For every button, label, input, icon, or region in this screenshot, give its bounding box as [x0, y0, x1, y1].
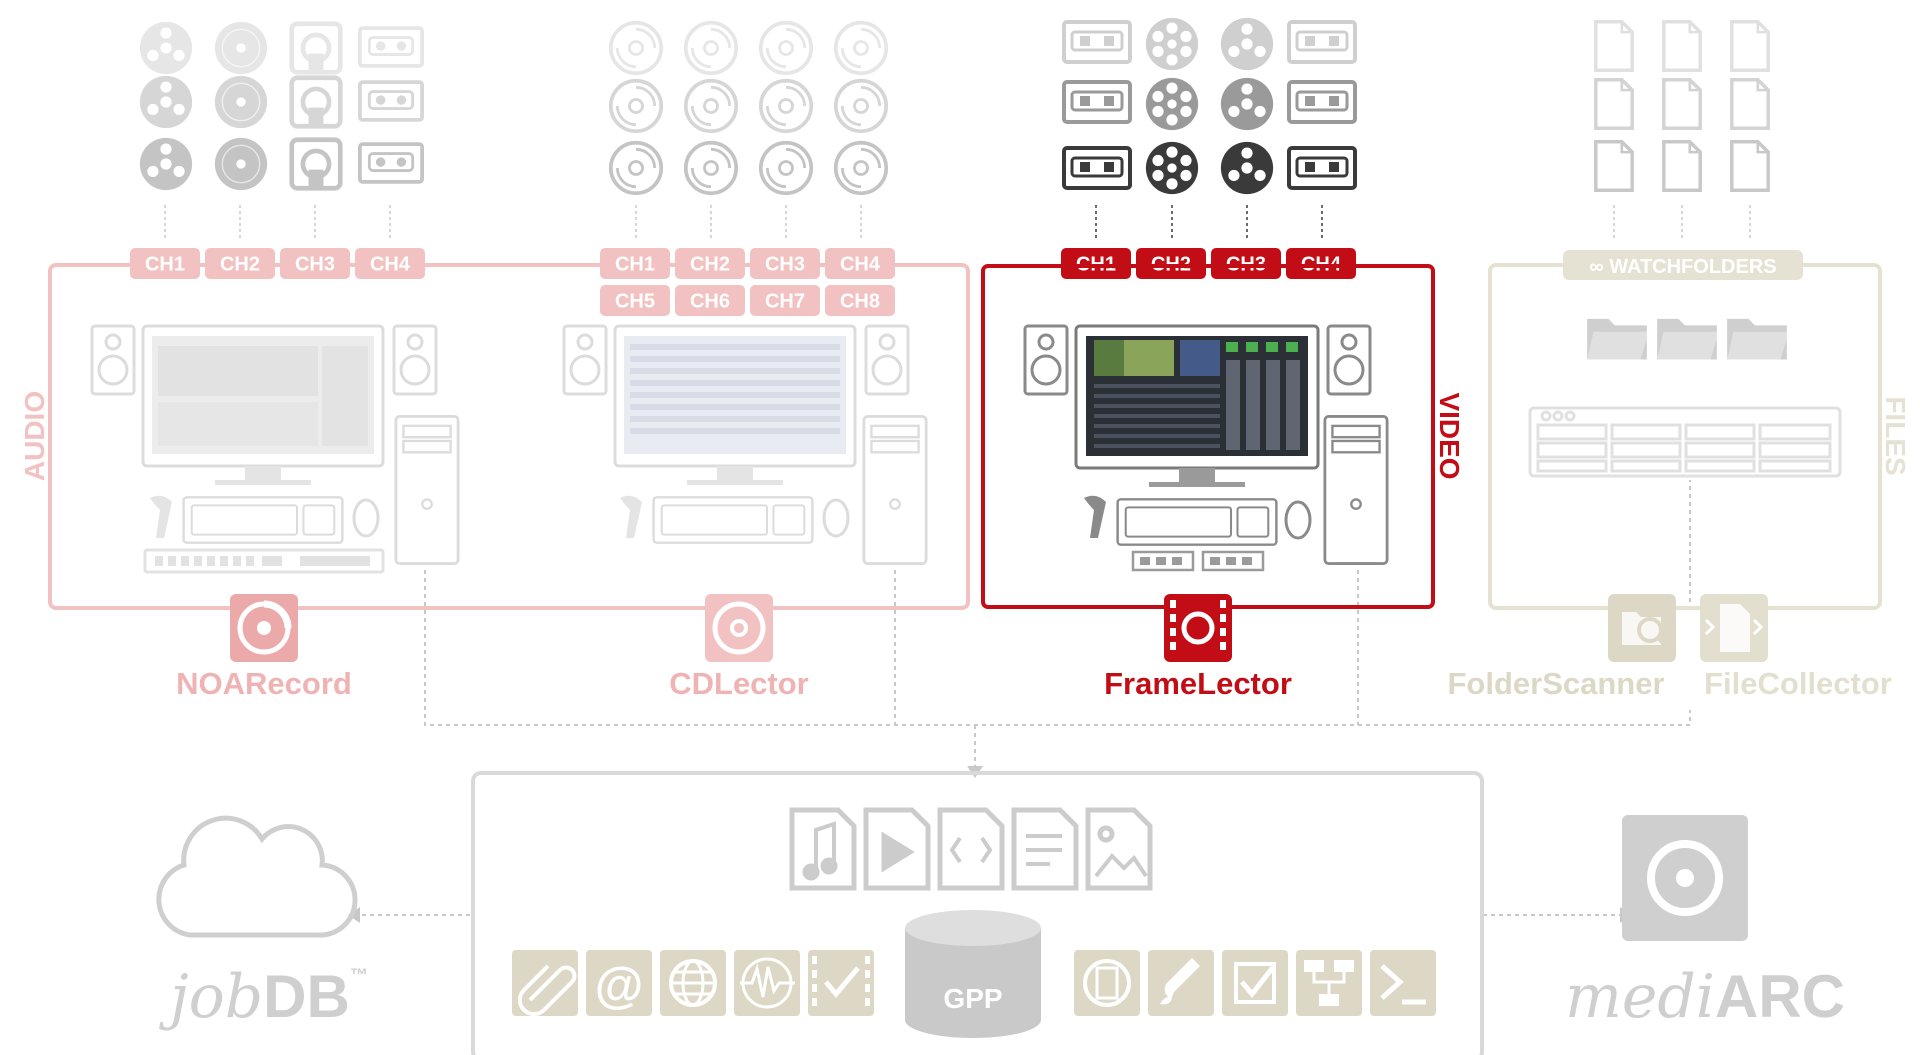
jobdb[interactable]: jobDB™	[156, 815, 368, 1032]
video-workstation	[1023, 324, 1389, 572]
channel-chip	[1211, 248, 1281, 279]
channel-chip	[1286, 248, 1356, 279]
cd-source-media	[608, 20, 889, 196]
watchfolders-chip	[1563, 250, 1803, 280]
film-search-icon	[1074, 950, 1140, 1016]
watchfolders-label: ∞ WATCHFOLDERS	[1589, 256, 1776, 278]
connector-lines	[355, 480, 1691, 916]
file-transfer-icon	[1700, 594, 1768, 662]
noa-source-media	[139, 21, 424, 191]
channel-chip-label: CH4	[840, 254, 881, 276]
mediarc-prefix: medi	[1565, 962, 1715, 1032]
channel-chip	[825, 248, 895, 279]
jobdb-tm: ™	[350, 965, 368, 985]
text-file-icon	[1011, 807, 1079, 891]
channel-chip-label: CH3	[765, 254, 805, 276]
channel-chip	[355, 248, 425, 279]
channel-chip	[750, 285, 820, 316]
files-section: FILES ∞ WATCHFOLDERS	[1488, 250, 1911, 610]
folderscanner-label: FolderScanner	[1447, 666, 1664, 701]
core-left-tools: @	[512, 950, 874, 1017]
video-check-icon	[808, 950, 874, 1016]
filecollector-label: FileCollector	[1704, 666, 1892, 701]
cloud-icon	[156, 815, 358, 938]
svg-text:@: @	[595, 957, 644, 1013]
channel-chip	[280, 248, 350, 279]
mediarc[interactable]: mediARC	[1565, 815, 1845, 1032]
channel-chip-label: CH2	[220, 254, 260, 276]
gpp-database-icon: GPP	[905, 910, 1041, 1038]
channel-chip-label: CH8	[840, 291, 880, 313]
waveform-icon	[734, 950, 800, 1016]
cdlector-product[interactable]: CDLector	[669, 594, 809, 701]
checkbox-icon	[1222, 950, 1288, 1016]
email-icon: @	[586, 950, 652, 1016]
channel-chip	[675, 285, 745, 316]
channel-chip-label: CH7	[765, 291, 805, 313]
noarecord-product[interactable]: NOARecord	[176, 594, 352, 701]
channel-chip-label: CH1	[145, 254, 185, 276]
film-camera-icon	[1164, 594, 1232, 662]
audio-file-icon	[789, 807, 857, 891]
web-icon	[660, 950, 726, 1016]
jobdb-logo: jobDB™	[159, 962, 368, 1032]
jobdb-prefix: job	[159, 962, 263, 1032]
filecollector-product[interactable]: FileCollector	[1700, 594, 1892, 701]
video-source-media	[1062, 17, 1357, 195]
attachment-icon	[512, 950, 578, 1017]
channel-chip	[130, 248, 200, 279]
noa-channel-chips: CH1 CH2 CH3 CH4	[130, 248, 425, 279]
channel-chip-label: CH5	[615, 291, 655, 313]
noa-workstation	[90, 324, 460, 574]
core-file-icons	[789, 807, 1153, 891]
channel-chip	[205, 248, 275, 279]
cd-workstation	[562, 324, 928, 566]
channel-chip	[675, 248, 745, 279]
paint-icon	[1148, 950, 1214, 1016]
mediarc-logo: mediARC	[1565, 962, 1845, 1032]
channel-chip	[750, 248, 820, 279]
workflow-icon	[1296, 950, 1362, 1016]
video-file-icon	[863, 807, 931, 891]
files-section-label: FILES	[1880, 396, 1911, 475]
channel-chip	[825, 285, 895, 316]
connector-arrowheads	[348, 766, 1632, 923]
core-right-tools	[1074, 950, 1436, 1016]
cdlector-label: CDLector	[669, 666, 809, 701]
audio-section: AUDIO	[19, 263, 970, 610]
folderscanner-product[interactable]: FolderScanner	[1447, 594, 1676, 701]
storage-array	[1528, 406, 1842, 478]
audio-section-label: AUDIO	[19, 391, 50, 481]
channel-chip	[1061, 248, 1131, 279]
folder-search-icon	[1608, 594, 1676, 662]
core-platform: GPP @	[471, 771, 1484, 1055]
channel-chip-label: CH3	[295, 254, 335, 276]
hard-drive-icon	[1622, 815, 1748, 941]
image-file-icon	[1085, 807, 1153, 891]
mediarc-suffix: ARC	[1715, 963, 1845, 1030]
noarecord-label: NOARecord	[176, 666, 352, 701]
channel-chip-label: CH4	[370, 254, 411, 276]
channel-chip	[1136, 248, 1206, 279]
media-arrows	[164, 205, 1751, 238]
terminal-icon	[1370, 950, 1436, 1016]
channel-chip-label: CH2	[690, 254, 730, 276]
channel-chip-label: CH1	[615, 254, 655, 276]
jobdb-suffix: DB	[263, 963, 350, 1030]
gpp-label: GPP	[943, 983, 1002, 1014]
framelector-product[interactable]: FrameLector	[1104, 594, 1292, 701]
watchfolder-icons	[1587, 318, 1789, 360]
files-source-media	[1594, 20, 1770, 192]
video-section-label: VIDEO	[1434, 392, 1465, 479]
channel-chip	[600, 285, 670, 316]
framelector-label: FrameLector	[1104, 666, 1292, 701]
channel-chip	[600, 248, 670, 279]
code-file-icon	[937, 807, 1005, 891]
channel-chip-label: CH6	[690, 291, 730, 313]
